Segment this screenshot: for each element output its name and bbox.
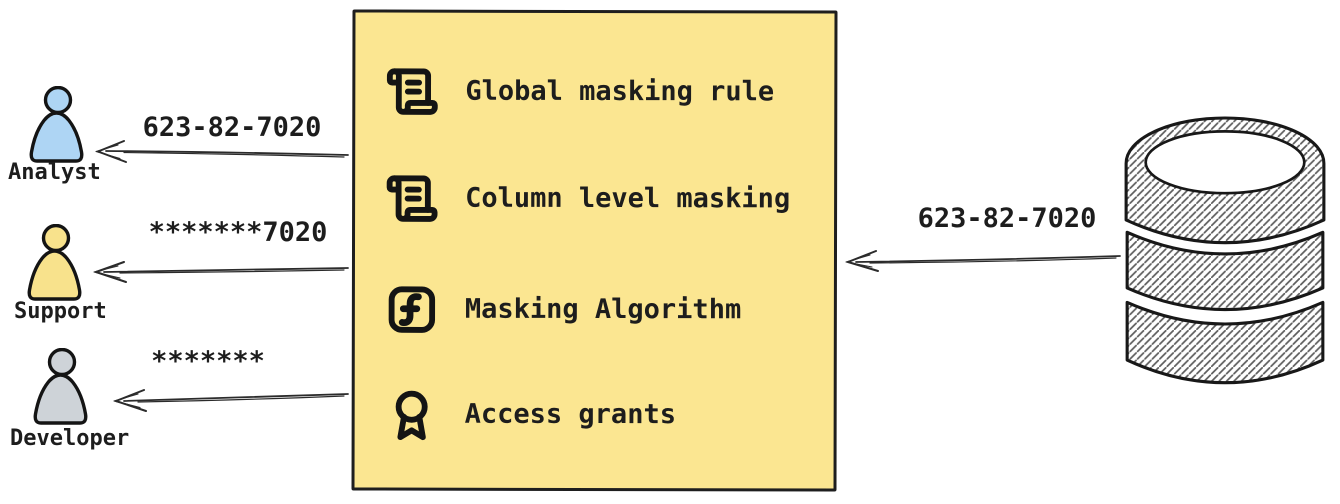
- developer-label: Developer: [10, 426, 130, 451]
- analyst-person-icon: [29, 86, 84, 163]
- developer-person-icon: [33, 348, 88, 425]
- support-received-value: *******7020: [148, 217, 328, 248]
- analyst-received-value: 623-82-7020: [142, 112, 322, 143]
- masking-feature-row: Global masking rule: [355, 64, 834, 119]
- database-icon: [1124, 116, 1326, 385]
- masking-feature-row: Masking Algorithm: [355, 282, 834, 337]
- masking-rules-box: Global masking rule Column level masking: [351, 9, 838, 492]
- masking-feature-row: Access grants: [355, 387, 834, 442]
- scroll-text-icon: [386, 175, 438, 222]
- arrow-box-to-analyst: [95, 140, 349, 163]
- analyst-label: Analyst: [8, 160, 101, 185]
- masking-feature-label: Access grants: [464, 398, 677, 431]
- function-square-icon: [388, 286, 436, 333]
- database-sent-value: 623-82-7020: [917, 203, 1097, 234]
- support-person-icon: [27, 224, 82, 301]
- developer-received-value: *******: [151, 346, 265, 377]
- arrow-box-to-support: [93, 261, 349, 283]
- masking-feature-label: Column level masking: [465, 182, 791, 215]
- masking-feature-row: Column level masking: [355, 171, 834, 226]
- scroll-text-icon: [386, 68, 438, 115]
- masking-feature-label: Global masking rule: [465, 75, 775, 108]
- masking-feature-label: Masking Algorithm: [464, 293, 742, 326]
- arrow-box-to-developer: [113, 389, 349, 412]
- support-label: Support: [14, 299, 107, 324]
- arrow-database-to-box: [845, 250, 1121, 272]
- award-icon: [395, 390, 428, 441]
